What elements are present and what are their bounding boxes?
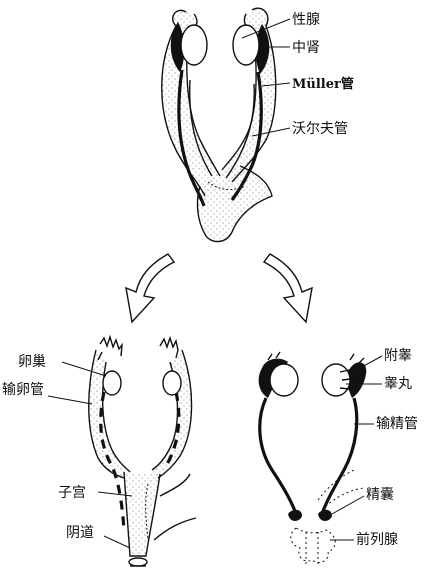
label-uterus: 子宫 — [58, 485, 86, 501]
label-prostate: 前列腺 — [356, 531, 398, 548]
left-testis — [269, 363, 299, 397]
label-gonad: 性腺 — [292, 12, 320, 28]
label-ovary: 卵巢 — [18, 354, 46, 370]
arrow-to-male-icon — [262, 253, 313, 324]
label-vagina: 阴道 — [66, 525, 94, 541]
label-oviduct: 输卵管 — [2, 382, 44, 398]
label-testis: 睾丸 — [384, 376, 412, 392]
left-ovary — [102, 370, 122, 396]
left-seminal-vesicle — [288, 509, 302, 521]
indifferent-stage-figure — [161, 7, 277, 243]
label-muller-duct: Müller管 — [292, 76, 354, 92]
label-epididymis: 附睾 — [384, 348, 412, 364]
right-seminal-vesicle — [318, 509, 332, 521]
left-gonad — [180, 24, 208, 66]
arrow-to-female-icon — [125, 253, 176, 324]
female-tract-figure — [88, 334, 197, 567]
right-mesonephros-mark — [255, 24, 270, 74]
right-gonad — [232, 24, 260, 66]
right-ovary — [162, 370, 182, 396]
male-tract-figure — [258, 351, 367, 566]
label-mesonephros: 中肾 — [292, 40, 320, 56]
label-vas-deferens: 输精管 — [376, 416, 418, 432]
label-wolffian-duct: 沃尔夫管 — [292, 121, 348, 137]
label-seminal-vesicle: 精囊 — [366, 486, 394, 503]
left-mesonephros-mark — [170, 22, 185, 72]
